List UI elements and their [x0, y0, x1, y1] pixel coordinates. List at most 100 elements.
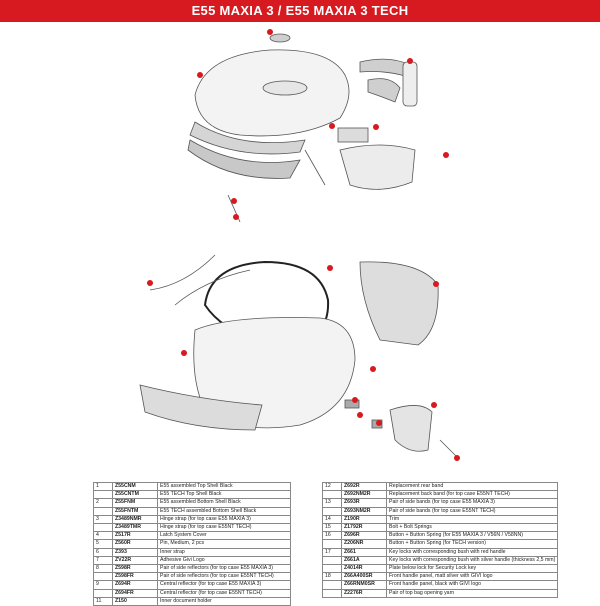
callout-15 [357, 412, 363, 418]
callout-5 [233, 214, 239, 220]
part-num: 16 [322, 531, 342, 541]
part-desc: Key locks with corresponding bush with r… [385, 547, 559, 557]
callout-7 [267, 29, 273, 35]
part-num: 12 [322, 481, 342, 492]
part-code: ZV22R [112, 555, 158, 566]
part-desc: Trim [385, 514, 559, 525]
part-desc: Pair of top bag opening yarn [385, 588, 559, 598]
callout-4 [373, 124, 379, 130]
page-title: E55 MAXIA 3 / E55 MAXIA 3 TECH [191, 3, 409, 18]
part-num [322, 580, 342, 590]
side-handle [402, 61, 418, 107]
part-desc: Inner strap [157, 547, 291, 557]
part-num [93, 490, 113, 500]
part-code: Z66RNM0SR [341, 580, 387, 590]
page-title-banner: E55 MAXIA 3 / E55 MAXIA 3 TECH [0, 0, 600, 22]
part-desc: Latch System Cover [157, 531, 291, 541]
callout-13 [327, 265, 333, 271]
part-num: 8 [93, 564, 113, 574]
top-logo-plate [262, 80, 308, 96]
part-desc: Pin, Medium, 2 pcs [157, 539, 291, 549]
rear-band [359, 261, 439, 346]
part-num [322, 490, 342, 500]
part-code: Z2276R [341, 588, 387, 598]
part-code: Z693NM2R [341, 506, 387, 516]
inner-strap [149, 254, 251, 306]
part-desc: Replacement rear band [385, 481, 559, 492]
part-code: Z661 [341, 547, 387, 557]
part-desc: E55 assembled Bottom Shell Black [157, 498, 291, 508]
part-desc: Bolt + Bolt Springs [385, 523, 559, 533]
part-num [322, 588, 342, 598]
part-num: 6 [93, 547, 113, 557]
lower-reflector [187, 139, 301, 179]
callout-8 [407, 58, 413, 64]
part-desc: Hinge strap (for top case E55NT TECH) [157, 523, 291, 533]
part-num [322, 539, 342, 549]
part-desc: Button + Button Spring (for TECH version… [385, 539, 559, 549]
part-desc: Pair of side reflectors (for top case E5… [157, 564, 291, 574]
part-code: Z66A400SR [341, 572, 387, 582]
part-code: Z190R [341, 514, 387, 525]
part-num [93, 588, 113, 598]
part-num: 7 [93, 555, 113, 566]
part-num: 2 [93, 498, 113, 508]
part-desc: Plate below lock for Security Lock key [385, 564, 559, 574]
part-code: Z560R [112, 539, 158, 549]
front-handle-panel [389, 405, 433, 452]
part-desc: Inner document holder [157, 596, 291, 606]
part-desc: Pair of side bands (for top case E55 MAX… [385, 498, 559, 508]
callout-2 [181, 350, 187, 356]
part-num: 13 [322, 498, 342, 508]
part-num: 11 [93, 596, 113, 606]
part-num: 3 [93, 514, 113, 525]
part-code: Z692R [341, 481, 387, 492]
part-desc: E55 assembled Top Shell Black [157, 481, 291, 492]
givi-logo-badge [269, 33, 291, 43]
callout-17 [431, 402, 437, 408]
side-reflector-mid [367, 78, 401, 103]
callout-1 [197, 72, 203, 78]
part-code: Z598FR [112, 572, 158, 582]
top-reflector-band [189, 121, 306, 155]
part-desc: Adhesive Givi Logo [157, 555, 291, 566]
hinge-strap [304, 149, 326, 186]
part-code: Z393 [112, 547, 158, 557]
part-desc: Central reflector (for top case E55 MAXI… [157, 580, 291, 590]
callout-9 [443, 152, 449, 158]
part-num [322, 555, 342, 566]
part-code: Z150 [112, 596, 158, 606]
part-code: Z661A [341, 555, 387, 566]
callout-12 [370, 366, 376, 372]
part-code: Z693R [341, 498, 387, 508]
exploded-parts-diagram [139, 29, 460, 461]
part-desc: Front handle panel, black with GIVI logo [385, 580, 559, 590]
part-num [93, 506, 113, 516]
part-code: Z517R [112, 531, 158, 541]
part-desc: Button + Button Spring (for E55 MAXIA 3 … [385, 531, 559, 541]
callout-markers [147, 29, 460, 461]
part-num: 17 [322, 547, 342, 557]
part-code: Z55CNM [112, 481, 158, 492]
part-code: Z55FNM [112, 498, 158, 508]
callout-18 [454, 455, 460, 461]
